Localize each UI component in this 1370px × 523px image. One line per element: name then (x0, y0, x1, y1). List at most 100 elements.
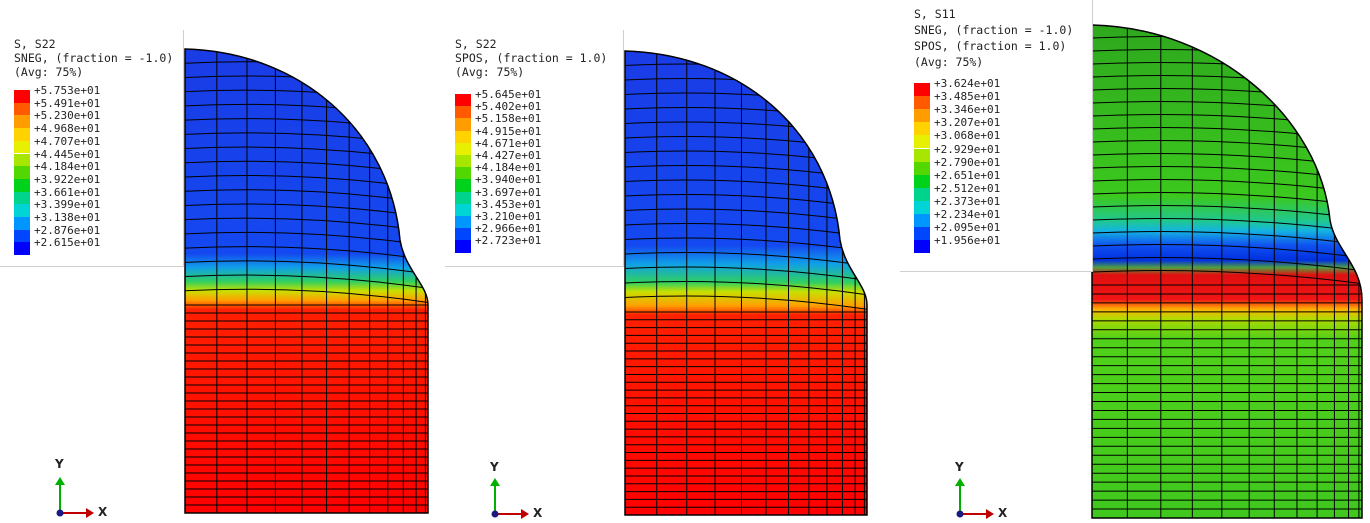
legend-tick-label: +4.915e+01 (475, 124, 542, 138)
legend-tick-label: +3.697e+01 (475, 185, 542, 199)
legend-tick-label: +5.402e+01 (475, 100, 542, 114)
color-swatch (455, 203, 471, 216)
axis-triad: Y X (40, 455, 120, 523)
mesh-line (185, 246, 428, 261)
legend-tick-label: +2.234e+01 (934, 208, 1001, 221)
legend-section-point: SNEG, (fraction = -1.0) (14, 51, 174, 65)
mesh-line (625, 295, 867, 310)
legend-title: S, S22 (455, 37, 497, 51)
legend-tick-label: +3.346e+01 (934, 103, 1001, 117)
mesh-line (185, 288, 428, 304)
color-swatch (914, 227, 930, 241)
color-swatch (914, 122, 930, 136)
color-swatch (14, 229, 30, 243)
color-swatch (914, 174, 930, 188)
color-swatch (14, 128, 30, 141)
panel-2: S, S22 SPOS, (fraction = 1.0) (Avg: 75%)… (445, 0, 885, 523)
legend-tick-label: +3.661e+01 (34, 185, 101, 199)
legend-tick-label: +3.453e+01 (475, 197, 542, 211)
legend-tick-label: +2.095e+01 (934, 221, 1001, 235)
color-swatch (14, 115, 30, 129)
legend-tick-label: +2.651e+01 (934, 168, 1001, 182)
color-swatch (914, 83, 930, 97)
color-swatch (455, 94, 471, 107)
legend-tick-label: +3.210e+01 (475, 210, 542, 223)
color-swatch (455, 142, 471, 155)
color-swatch (455, 118, 471, 131)
x-axis-label: X (998, 506, 1008, 520)
legend-tick-label: +5.158e+01 (475, 112, 542, 126)
color-swatch (914, 96, 930, 110)
legend-tick-label: +4.968e+01 (34, 122, 101, 136)
color-swatch (455, 167, 471, 180)
color-swatch (14, 140, 30, 154)
legend-tick-label: +3.399e+01 (34, 198, 101, 212)
color-swatch (914, 148, 930, 162)
color-swatch (14, 90, 30, 103)
legend-tick-label: +3.940e+01 (475, 173, 542, 187)
legend-box: S, S22 SNEG, (fraction = -1.0) (Avg: 75%… (0, 30, 184, 267)
mesh-line (625, 223, 867, 238)
legend-averaging: (Avg: 75%) (14, 65, 84, 79)
color-swatch (455, 155, 471, 168)
legend-tick-label: +2.929e+01 (934, 142, 1001, 156)
legend-tick-label: +4.445e+01 (34, 147, 101, 161)
legend-tick-label: +3.138e+01 (34, 211, 101, 224)
mesh-line (1092, 205, 1362, 220)
legend-tick-label: +5.491e+01 (34, 96, 101, 110)
color-swatch (914, 240, 930, 254)
legend-tick-label: +5.230e+01 (34, 109, 101, 123)
color-swatch (914, 135, 930, 149)
mesh-line (625, 281, 867, 296)
legend-box: S, S22 SPOS, (fraction = 1.0) (Avg: 75%)… (445, 30, 624, 267)
color-swatch (914, 187, 930, 201)
color-swatch (14, 178, 30, 192)
mesh-line (185, 274, 428, 290)
x-axis-label: X (533, 506, 543, 520)
color-swatch (14, 242, 30, 256)
legend-tick-label: +2.723e+01 (475, 234, 542, 248)
mesh-line (625, 266, 867, 281)
legend-section-point: SPOS, (fraction = 1.0) (455, 51, 608, 65)
y-axis-label: Y (55, 457, 64, 471)
legend-tick-label: +4.184e+01 (34, 160, 101, 174)
color-swatch (14, 102, 30, 116)
legend-tick-label: +4.707e+01 (34, 134, 101, 148)
color-swatch (914, 214, 930, 228)
legend-tick-label: +5.645e+01 (475, 88, 542, 101)
legend-tick-label: +2.615e+01 (34, 236, 101, 250)
panel-3: S, S11 SNEG, (fraction = -1.0) SPOS, (fr… (900, 0, 1370, 523)
color-swatch (455, 106, 471, 119)
legend-title: S, S22 (14, 37, 56, 51)
mesh-line (625, 252, 867, 267)
legend-tick-label: +4.671e+01 (475, 136, 542, 150)
legend-tick-label: +3.207e+01 (934, 116, 1001, 130)
color-swatch (914, 109, 930, 123)
color-swatch (455, 191, 471, 204)
mesh-line (1092, 270, 1362, 285)
color-swatch (14, 217, 30, 230)
x-axis-label: X (98, 505, 108, 519)
axis-triad: Y X (475, 458, 555, 523)
mesh-line (185, 231, 428, 247)
mesh-line (1092, 218, 1362, 233)
y-axis-label: Y (490, 460, 499, 474)
color-swatch (455, 130, 471, 143)
color-swatch (455, 216, 471, 229)
legend-tick-label: +2.790e+01 (934, 155, 1001, 169)
legend-tick-label: +4.427e+01 (475, 149, 542, 162)
legend-section-point-pos: SPOS, (fraction = 1.0) (914, 39, 1067, 53)
y-axis-label: Y (955, 460, 964, 474)
axis-arrows-icon (55, 477, 94, 518)
axis-arrows-icon (955, 478, 994, 519)
color-swatch (455, 228, 471, 241)
mesh-line (625, 237, 867, 252)
color-swatch (914, 200, 930, 214)
mesh-model-3 (1091, 24, 1363, 519)
legend-tick-label: +3.922e+01 (34, 172, 101, 186)
mesh-model-2 (624, 50, 868, 516)
color-swatch (455, 240, 471, 253)
legend-tick-label: +3.068e+01 (934, 129, 1001, 143)
legend-title: S, S11 (914, 7, 956, 21)
mesh-line (1092, 257, 1362, 272)
